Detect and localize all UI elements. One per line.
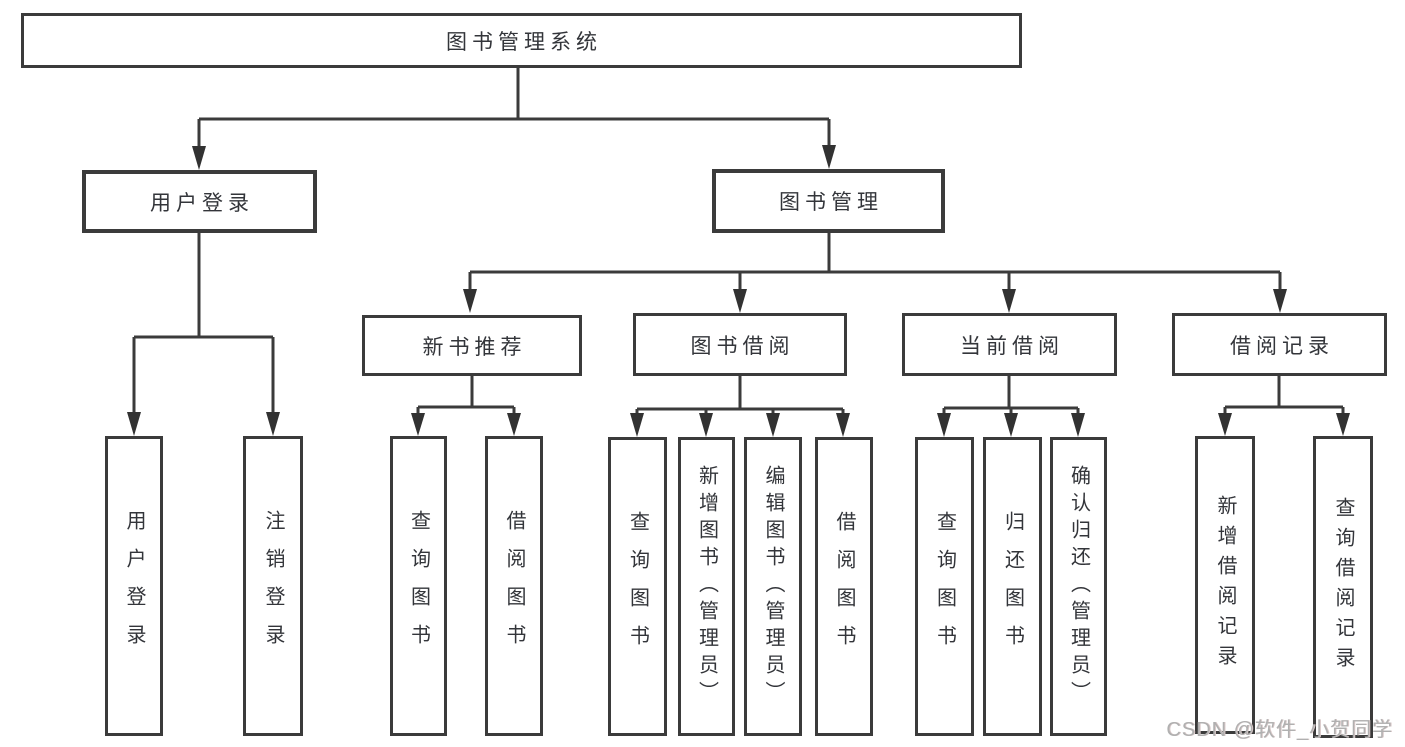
leaf-user-login: 用户登录 [105, 436, 163, 736]
leaf-logout-label: 注销登录 [262, 510, 284, 662]
edges-root [192, 68, 836, 170]
leaf-return-books: 归还图书 [983, 437, 1042, 736]
leaf-add-books-admin-label: 新增图书（管理员） [695, 465, 718, 708]
leaf-edit-books-admin: 编辑图书（管理员） [744, 437, 802, 736]
node-new-book-recommend-label: 新书推荐 [422, 335, 527, 359]
leaf-user-login-label: 用户登录 [123, 510, 145, 662]
node-root: 图书管理系统 [21, 13, 1022, 68]
node-book-borrow: 图书借阅 [633, 313, 847, 376]
leaf-logout: 注销登录 [243, 436, 303, 736]
leaf-confirm-return-admin: 确认归还（管理员） [1050, 437, 1107, 736]
edges-user-login [127, 233, 280, 436]
leaf-confirm-return-admin-label: 确认归还（管理员） [1067, 465, 1090, 708]
edges-current-borrow [937, 376, 1085, 437]
leaf-borrow-books-recommend: 借阅图书 [485, 436, 543, 736]
node-current-borrow-label: 当前借阅 [960, 334, 1064, 358]
edges-book-management [463, 233, 1287, 313]
leaf-add-borrow-record-label: 新增借阅记录 [1214, 495, 1236, 675]
edges-book-borrow [630, 376, 850, 437]
leaf-query-books-current-label: 查询图书 [933, 510, 956, 663]
node-borrow-records: 借阅记录 [1172, 313, 1387, 376]
node-book-borrow-label: 图书借阅 [690, 334, 795, 358]
node-borrow-records-label: 借阅记录 [1230, 334, 1334, 358]
leaf-edit-books-admin-label: 编辑图书（管理员） [762, 465, 784, 708]
leaf-borrow-books-recommend-label: 借阅图书 [503, 510, 525, 662]
node-root-label: 图书管理系统 [446, 30, 602, 54]
leaf-borrow-books-label: 借阅图书 [833, 510, 855, 663]
leaf-borrow-books: 借阅图书 [815, 437, 873, 736]
csdn-watermark: CSDN @软件_小贺同学 [1166, 719, 1393, 741]
leaf-query-books-borrow-label: 查询图书 [626, 510, 649, 663]
node-new-book-recommend: 新书推荐 [362, 315, 582, 376]
leaf-add-books-admin: 新增图书（管理员） [678, 437, 735, 736]
node-book-management: 图书管理 [712, 169, 945, 233]
node-user-login-label: 用户登录 [150, 191, 254, 215]
node-user-login: 用户登录 [82, 170, 317, 233]
leaf-query-books-recommend-label: 查询图书 [407, 510, 430, 662]
edges-borrow-records [1218, 376, 1350, 436]
edges-new-book-recommend [411, 376, 521, 436]
leaf-return-books-label: 归还图书 [1001, 510, 1024, 663]
leaf-query-borrow-record-label: 查询借阅记录 [1332, 497, 1354, 677]
leaf-query-books-current: 查询图书 [915, 437, 974, 736]
node-book-management-label: 图书管理 [779, 191, 883, 214]
node-current-borrow: 当前借阅 [902, 313, 1117, 376]
leaf-query-books-recommend: 查询图书 [390, 436, 447, 736]
leaf-add-borrow-record: 新增借阅记录 [1195, 436, 1255, 734]
leaf-query-books-borrow: 查询图书 [608, 437, 667, 736]
leaf-query-borrow-record: 查询借阅记录 [1313, 436, 1373, 738]
